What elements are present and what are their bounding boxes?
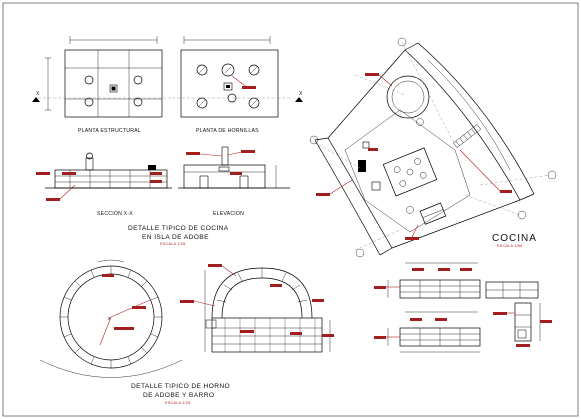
cocina-plan-drawing [309, 37, 557, 258]
section-mark-left-label: X [36, 91, 40, 97]
planta-hornillas-drawing [172, 36, 290, 118]
detalle-cocina-scale: ESCALA 1/25 [160, 242, 185, 246]
detalle-cocina-title-line2: EN ISLA DE ADOBE [142, 234, 209, 241]
section-mark-right: X [295, 91, 303, 102]
cocina-scale: ESCALA 1/50 [497, 244, 522, 248]
detalle-horno-scale: ESCALA 1/25 [165, 401, 190, 405]
detail-column-right [493, 302, 552, 347]
detail-elevation-top [374, 262, 481, 299]
section-mark-right-label: X [299, 91, 303, 97]
horno-section-drawing [180, 264, 334, 353]
planta-hornillas-title: PLANTA DE HORNILLAS [196, 128, 259, 134]
planta-estructural-title: PLANTA ESTRUCTURAL [78, 128, 141, 134]
detail-elevation-right-top [485, 281, 539, 299]
detail-elevation-bottom [374, 311, 481, 353]
elevacion-title: ELEVACION [213, 211, 244, 217]
detalle-horno-title-line2: DE ADOBE Y BARRO [143, 392, 214, 399]
svg-text:x: x [108, 316, 111, 322]
cocina-title: COCINA [492, 233, 537, 244]
seccion-title: SECCION X-X [97, 211, 133, 217]
detalle-cocina-title-line1: DETALLE TIPICO DE COCINA [128, 225, 229, 232]
section-mark-left: X [32, 91, 40, 102]
planta-estructural-drawing [38, 36, 172, 118]
elevacion-drawing [178, 146, 290, 189]
horno-plan-drawing: x [39, 259, 183, 378]
seccion-drawing [36, 152, 172, 201]
detalle-horno-title-line1: DETALLE TIPICO DE HORNO [131, 383, 230, 390]
